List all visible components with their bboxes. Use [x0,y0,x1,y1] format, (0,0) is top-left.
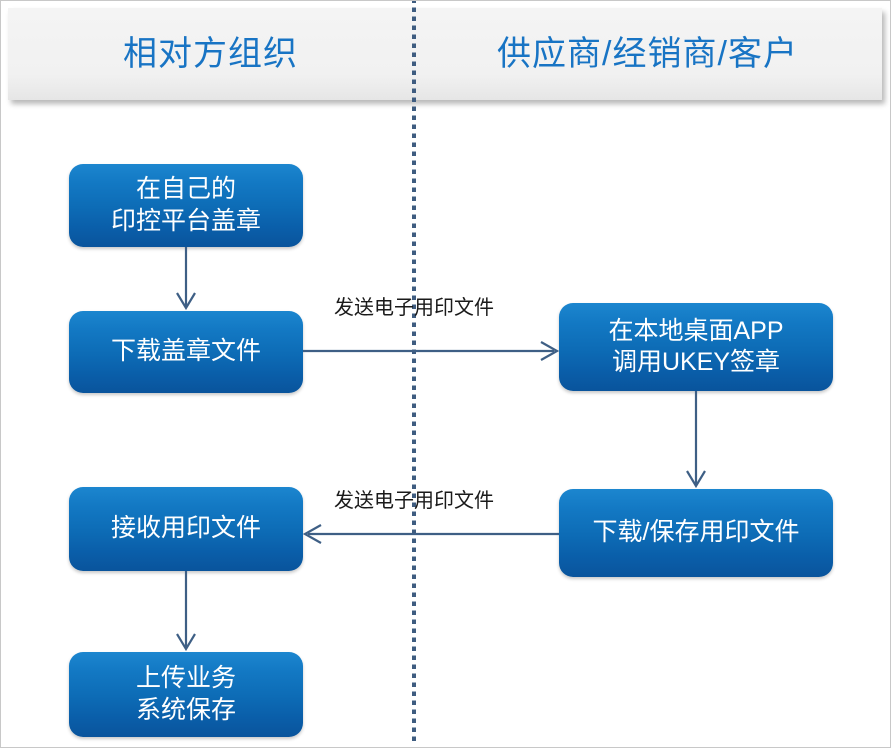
edge-label-send-electronic-sealed-file-2: 发送电子用印文件 [334,490,494,512]
arrow-a-to-b [176,247,196,311]
node-upload-to-business-system[interactable]: 上传业务 系统保存 [69,652,303,737]
lane-header-band: 相对方组织 供应商/经销商/客户 [8,8,882,100]
arrow-d-to-e [302,524,559,544]
lane-title-counterparty: 相对方组织 [123,35,298,73]
node-desktop-app-ukey-sign[interactable]: 在本地桌面APP 调用UKEY签章 [559,303,833,391]
lane-title-supplier: 供应商/经销商/客户 [497,35,798,73]
arrow-b-to-c [303,341,560,361]
edge-label-send-electronic-sealed-file-1: 发送电子用印文件 [334,297,494,319]
lane-divider-dotted-line [412,1,416,743]
node-download-stamped-file[interactable]: 下载盖章文件 [69,311,303,393]
node-download-save-sealed-file[interactable]: 下载/保存用印文件 [559,489,833,577]
lane-header-left: 相对方组织 [8,8,413,100]
node-stamp-on-own-platform[interactable]: 在自己的 印控平台盖章 [69,164,303,247]
arrow-e-to-f [176,571,196,652]
arrow-c-to-d [686,391,706,489]
lane-header-right: 供应商/经销商/客户 [413,8,882,100]
node-receive-sealed-file[interactable]: 接收用印文件 [69,487,303,571]
